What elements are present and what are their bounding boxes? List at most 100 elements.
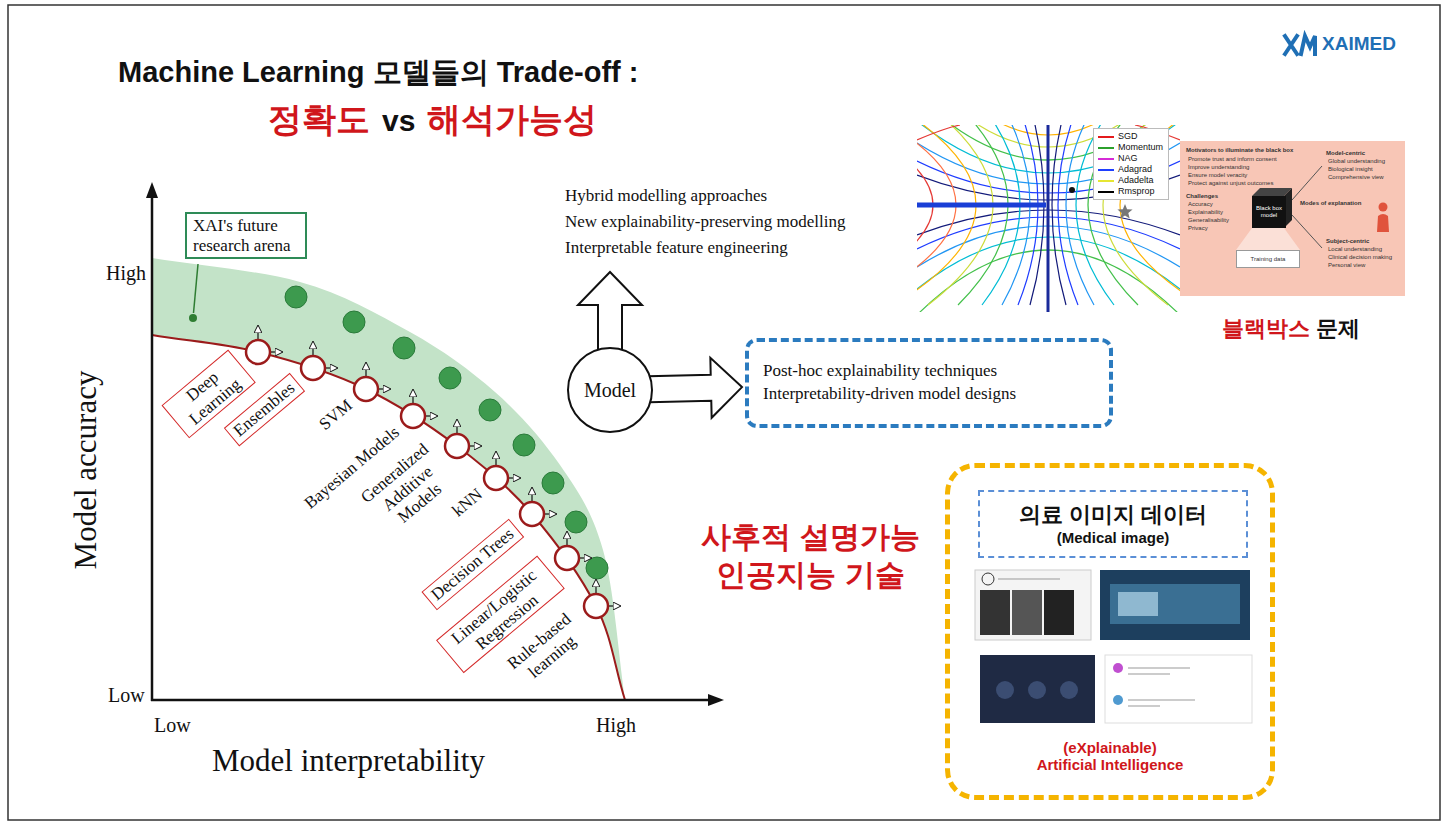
black-box-figure (1236, 228, 1300, 250)
figure-text-box: Ensure model veracity (1188, 172, 1247, 179)
shift-arrow (579, 557, 591, 558)
dashed-box: 의료 이미지 데이터(Medical image) (978, 490, 1248, 558)
screenshot-thumbnail (1128, 674, 1170, 675)
screenshot-thumbnail (975, 570, 1252, 723)
approach-text: Hybrid modelling approaches (565, 186, 767, 206)
legend-item: Momentum (1098, 142, 1163, 153)
node-text: Training data (1251, 256, 1286, 263)
legend-text: Rmsprop (1118, 187, 1155, 196)
subtitle-word: vs (382, 104, 415, 139)
logo-icon (1285, 36, 1315, 54)
model-circle: Model (567, 347, 653, 433)
legend-swatch (1098, 147, 1114, 149)
improved-model-dot (565, 511, 587, 533)
optimizer-contour-plot (1069, 187, 1075, 193)
shift-arrow (412, 390, 413, 404)
screenshot-thumbnail (1105, 655, 1252, 723)
figure-text-box: Clinical decision making (1328, 254, 1392, 261)
shift-arrow (531, 488, 532, 502)
optimizer-contour-plot (928, 125, 993, 305)
figure-text: Clinical decision making (1328, 254, 1392, 261)
figure-heading: Subject-centric (1326, 238, 1369, 245)
subtitle-word-box: vs (382, 104, 415, 139)
axis-tick-label-box: High (106, 262, 146, 285)
legend-swatch (1098, 169, 1114, 171)
shift-arrow (425, 415, 437, 416)
leader-line (194, 264, 199, 313)
figure-text: Accuracy (1188, 201, 1213, 208)
model-label-box: SVM (315, 396, 356, 435)
legend-item: Adagrad (1098, 164, 1163, 175)
node-text: Black box model (1254, 205, 1284, 218)
axis-tick-label: Low (108, 684, 145, 707)
tradeoff-curve (152, 335, 625, 700)
model-label: kNN (448, 485, 486, 521)
node-text: XAI's future research arena (193, 216, 299, 255)
shift-arrow (495, 452, 496, 466)
tradeoff-chart (146, 182, 724, 706)
title-box: Machine Learning 모델들의 Trade-off : (118, 56, 638, 89)
black-box-figure (1180, 141, 1405, 296)
screenshot-thumbnail (1128, 706, 1160, 707)
improved-model-dot (479, 399, 501, 421)
shift-arrow (456, 420, 457, 434)
optimizer-contour-plot (917, 125, 1180, 312)
figure-heading-box: Model-centric (1326, 150, 1365, 157)
screenshot-thumbnail (996, 681, 1014, 699)
optimizer-contour-plot (917, 125, 933, 305)
shift-arrow (469, 445, 481, 446)
legend-item: NAG (1098, 153, 1163, 164)
optimizer-contour-plot (917, 203, 1046, 208)
screenshot-thumbnail (1100, 570, 1250, 640)
improved-model-dot (285, 286, 307, 308)
axis (151, 195, 154, 701)
figure-text-box: Explainability (1188, 209, 1223, 216)
section-heading-box: 사후적 설명가능 인공지능 기술 (683, 518, 938, 593)
axis-title-box: Model interpretability (212, 743, 485, 779)
dashed-panel: (eXplainable)Artificial Intelligence의료 이… (945, 463, 1275, 800)
improved-model-dot (439, 367, 461, 389)
legend-text: Momentum (1118, 143, 1163, 152)
subtitle-word-box: 정확도 (268, 100, 370, 139)
figure-text: Improve understanding (1188, 164, 1249, 171)
shift-arrow (508, 477, 520, 478)
axis (151, 699, 712, 702)
figure-text: Biological insight (1328, 166, 1373, 173)
screenshot-thumbnail (1128, 668, 1195, 706)
black-box-figure (1180, 141, 1405, 296)
shift-arrow (312, 342, 313, 356)
approach-text: New explainability-preserving modelling (565, 212, 845, 232)
heading-word: 문제 (1316, 316, 1360, 341)
shift-arrow (378, 388, 390, 389)
figure-heading-box: Motivators to illuminate the black box (1186, 147, 1293, 154)
black-box-cube: Black box model (1252, 196, 1286, 228)
slide-frame (8, 5, 1440, 820)
figure-text-box: Biological insight (1328, 166, 1373, 173)
optimizer-contour-plot (917, 125, 1180, 312)
approach-text-box: New explainability-preserving modelling (565, 212, 845, 232)
legend-item: Rmsprop (1098, 186, 1163, 197)
legend-text: Adagrad (1118, 165, 1152, 174)
shift-arrow (270, 351, 282, 352)
improved-model-dot (586, 557, 608, 579)
model-point (445, 434, 469, 458)
node-text: Interpretability-driven model designs (763, 383, 1016, 406)
axis-tick-label: Low (154, 714, 191, 737)
approach-text-box: Interpretable feature engineering (565, 238, 788, 258)
model-point (246, 340, 608, 618)
shift-arrow (325, 367, 337, 368)
node-text: (eXplainable) (1063, 739, 1156, 756)
screenshot-thumbnail (1012, 590, 1042, 635)
screenshot-thumbnail (1128, 700, 1195, 701)
subtitle-word: 정확도 (268, 100, 370, 139)
leader-dot (189, 314, 197, 322)
figure-text: Explainability (1188, 209, 1223, 216)
dashed-box: Post-hoc explainability techniquesInterp… (745, 338, 1113, 428)
heading-word-box: 문제 (1316, 316, 1360, 341)
figure-text-box: Comprehensive view (1328, 174, 1384, 181)
improved-model-dot (285, 286, 608, 579)
figure-heading: Model-centric (1326, 150, 1365, 157)
optimizer-contour-plot (1018, 125, 1038, 305)
